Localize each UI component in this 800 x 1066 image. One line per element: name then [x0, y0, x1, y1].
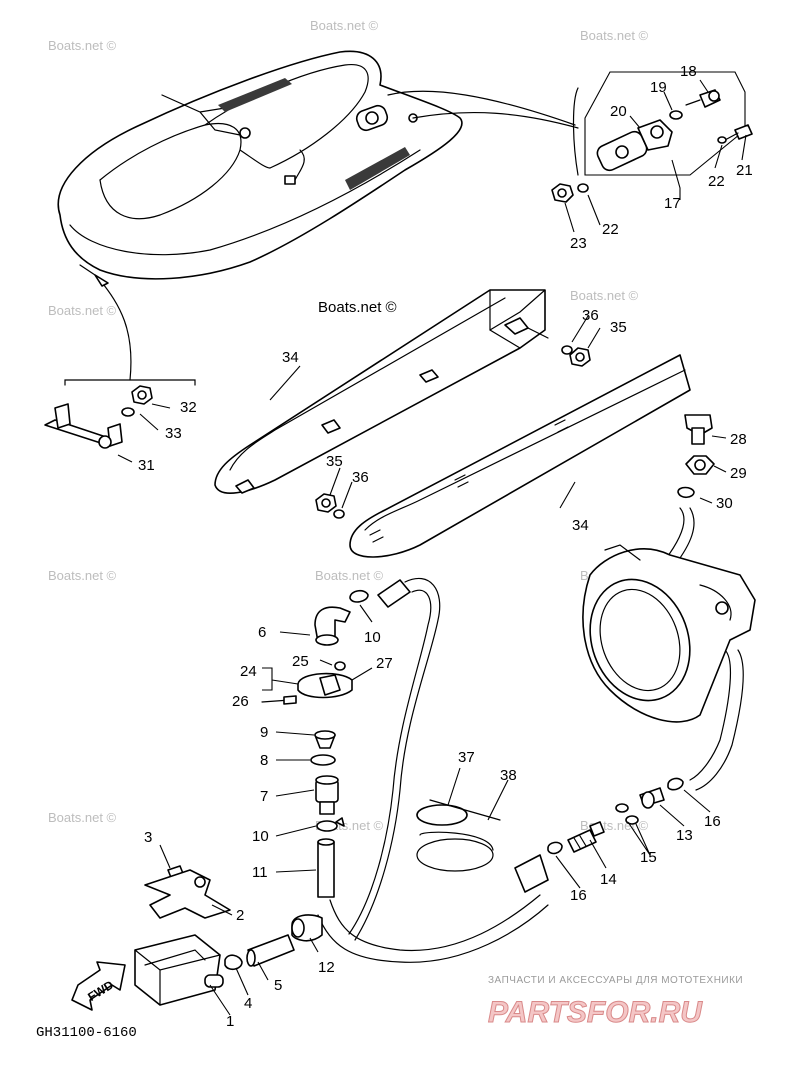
callout-6: 6 — [258, 624, 266, 641]
callout-16a: 16 — [570, 887, 587, 904]
callout-37: 37 — [458, 749, 475, 766]
callout-32: 32 — [180, 399, 197, 416]
callout-22b: 22 — [602, 221, 619, 238]
watercraft-hull — [57, 50, 463, 280]
water-hoses — [317, 507, 744, 963]
watermark: Boats.net © — [315, 568, 384, 583]
watermark: Boats.net © — [48, 303, 117, 318]
connector-panel-group — [584, 71, 753, 176]
parts-column-6-12 — [261, 589, 369, 942]
bracket-31-33 — [44, 274, 196, 449]
sponson-upper — [214, 289, 549, 494]
callout-3: 3 — [144, 829, 152, 846]
callout-16b: 16 — [704, 813, 721, 830]
callout-17: 17 — [664, 195, 681, 212]
callout-19: 19 — [650, 79, 667, 96]
callouts: 18 19 20 17 21 22 23 22 36 35 34 35 36 3… — [138, 63, 753, 1030]
watermark-dark: Boats.net © — [318, 299, 397, 316]
callout-14: 14 — [600, 871, 617, 888]
parts-13-16 — [547, 777, 684, 855]
callout-24: 24 — [240, 663, 257, 680]
parts-1-5: FWD — [71, 865, 295, 1011]
leader-lines — [117, 79, 747, 1016]
diagram-code: GH31100-6160 — [36, 1025, 137, 1041]
sponson-lower — [349, 354, 691, 558]
callout-5: 5 — [274, 977, 282, 994]
callout-36b: 36 — [352, 469, 369, 486]
callout-10a: 10 — [364, 629, 381, 646]
callout-33: 33 — [165, 425, 182, 442]
watermark: Boats.net © — [48, 38, 117, 53]
watermark: Boats.net © — [580, 28, 649, 43]
callout-22a: 22 — [708, 173, 725, 190]
callout-34b: 34 — [572, 517, 589, 534]
callout-21: 21 — [736, 162, 753, 179]
callout-35b: 35 — [326, 453, 343, 470]
jet-nozzle — [582, 544, 756, 723]
parts-37-38 — [416, 799, 501, 872]
callout-1: 1 — [226, 1013, 234, 1030]
callout-38: 38 — [500, 767, 517, 784]
callout-7: 7 — [260, 788, 268, 805]
watermark: Boats.net © — [48, 810, 117, 825]
nut-washer-35b-36b — [315, 493, 345, 519]
parts-28-29-30 — [677, 414, 715, 499]
callout-20: 20 — [610, 103, 627, 120]
callout-35a: 35 — [610, 319, 627, 336]
callout-26: 26 — [232, 693, 249, 710]
watermark: Boats.net © — [48, 568, 117, 583]
wire — [387, 90, 576, 126]
callout-2: 2 — [236, 907, 244, 924]
callout-15: 15 — [640, 849, 657, 866]
wire — [412, 111, 579, 129]
callout-25: 25 — [292, 653, 309, 670]
nut-washer-36-35a — [561, 345, 591, 367]
callout-28: 28 — [730, 431, 747, 448]
partsfor-logo: ЗАПЧАСТИ И АКСЕССУАРЫ ДЛЯ МОТОТЕХНИКИ PA… — [488, 975, 743, 1030]
callout-34a: 34 — [282, 349, 299, 366]
callout-8: 8 — [260, 752, 268, 769]
callout-11: 11 — [252, 864, 268, 881]
bracket-line — [572, 87, 579, 176]
callout-30: 30 — [716, 495, 733, 512]
callout-10b: 10 — [252, 828, 269, 845]
brand-name: PARTSFOR.RU — [488, 996, 703, 1029]
callout-29: 29 — [730, 465, 747, 482]
watermark: Boats.net © — [310, 18, 379, 33]
callout-18: 18 — [680, 63, 697, 80]
callout-31: 31 — [138, 457, 155, 474]
callout-12: 12 — [318, 959, 335, 976]
watermark: Boats.net © — [570, 288, 639, 303]
callout-4: 4 — [244, 995, 252, 1012]
callout-36a: 36 — [582, 307, 599, 324]
callout-13: 13 — [676, 827, 693, 844]
callout-9: 9 — [260, 724, 268, 741]
callout-27: 27 — [376, 655, 393, 672]
brand-tagline: ЗАПЧАСТИ И АКСЕССУАРЫ ДЛЯ МОТОТЕХНИКИ — [488, 975, 743, 986]
nut-washer-23-22 — [551, 183, 589, 203]
callout-23: 23 — [570, 235, 587, 252]
